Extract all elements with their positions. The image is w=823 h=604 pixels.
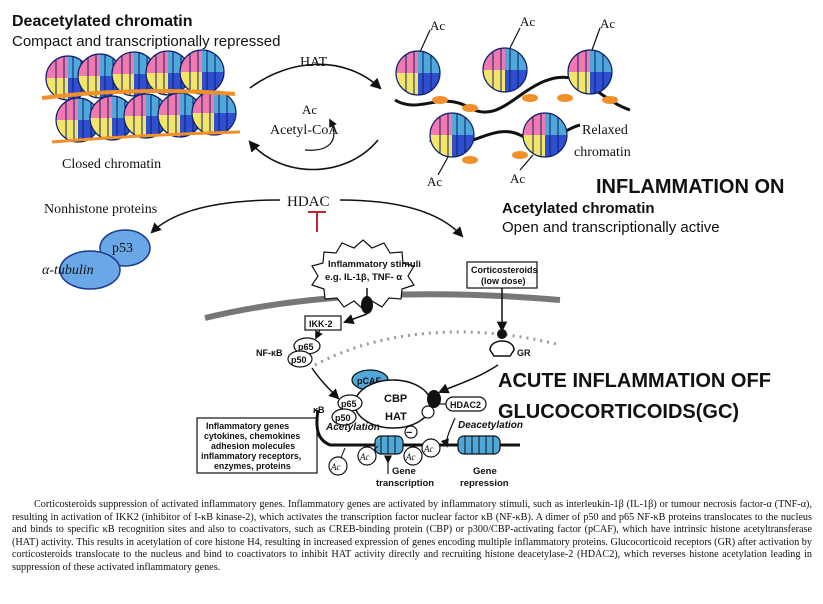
acetylation-label: Acetylation — [325, 422, 380, 433]
corticosteroids-label-1: Corticosteroids — [471, 265, 538, 275]
nuclear-p50-label: p50 — [335, 413, 351, 423]
nucleosome-icon — [522, 112, 568, 158]
gene-repression-label-2: repression — [460, 478, 509, 489]
inflammation-on-label: INFLAMMATION ON — [596, 176, 785, 198]
genes-line-4: inflammatory receptors, — [201, 451, 301, 461]
steroid-ligand — [497, 329, 507, 339]
hat-label: HAT — [300, 55, 328, 70]
acetylated-subtitle: Open and transcriptionally active — [502, 219, 720, 236]
acetyl-coa-arrow — [304, 118, 337, 151]
p50-label: p50 — [291, 355, 307, 365]
acetyl-group-icon — [403, 446, 423, 466]
genes-line-1: Inflammatory genes — [206, 421, 289, 431]
inhibition-sign: − — [406, 427, 412, 439]
p53-label: p53 — [112, 241, 133, 256]
glucocorticoids-label: GLUCOCORTICOIDS(GC) — [498, 401, 739, 423]
figure-caption: Corticosteroids suppression of activated… — [12, 499, 812, 573]
ac-label-1: Ac — [430, 18, 445, 33]
cbp-label: CBP — [384, 393, 407, 405]
ac-label-4: Ac — [427, 174, 442, 189]
p50-oval — [287, 350, 313, 368]
closed-chromatin-label: Closed chromatin — [62, 157, 161, 172]
ac-small-2: Ac — [359, 452, 370, 462]
ikk2-box — [304, 315, 342, 331]
ac-label-5: Ac — [510, 171, 525, 186]
closed-chromatin-nucleosomes — [41, 49, 241, 144]
nuclear-gr-icon — [427, 390, 441, 408]
relaxed-chromatin — [394, 27, 631, 176]
nucleosome-icon — [567, 49, 613, 95]
nucleosome-icon — [429, 112, 475, 158]
nfkb-label: NF-κB — [256, 348, 283, 358]
nuclear-membrane — [314, 330, 561, 367]
acetyl-groups: Ac Ac Ac Ac — [328, 438, 441, 476]
relaxed-label-1: Relaxed — [582, 123, 628, 138]
kb-label: κB — [313, 405, 325, 415]
nucleosome-icon — [482, 47, 528, 93]
deacetylation-label: Deacetylation — [458, 420, 523, 431]
ac-label-3: Ac — [600, 16, 615, 31]
hdac-arrow — [248, 139, 379, 171]
p65-label: p65 — [298, 342, 314, 352]
gr-receptor-icon — [489, 340, 515, 357]
hdac-label: HDAC — [287, 194, 330, 210]
ac-label-2: Ac — [520, 14, 535, 29]
nonhistone-label: Nonhistone proteins — [44, 202, 157, 217]
hdac-to-acetylated-arrow — [339, 199, 464, 238]
cycle-ac-label: Ac — [302, 102, 317, 117]
hat-complex-label: HAT — [385, 411, 407, 423]
hdac2-label: HDAC2 — [450, 400, 481, 410]
nucleosome-icon — [191, 90, 237, 136]
gene-repression-label-1: Gene — [473, 466, 497, 477]
hat-arrow — [249, 63, 382, 90]
gene-nucleosome-coils — [374, 435, 501, 455]
acetylated-title: Acetylated chromatin — [502, 200, 655, 217]
deacetylated-subtitle: Compact and transcriptionally repressed — [12, 33, 280, 50]
nuclear-p50-oval — [331, 408, 357, 426]
acetyl-coa-label: Acetyl-CoA — [270, 123, 339, 138]
genes-line-3: adhesion molecules — [211, 441, 295, 451]
nuclear-p65-label: p65 — [341, 399, 357, 409]
cytokine-receptor-icon — [361, 296, 373, 314]
gene-transcription-label-2: transcription — [376, 478, 434, 489]
relaxed-label-2: chromatin — [574, 145, 631, 160]
pcaf-label: pCAF — [357, 376, 381, 386]
gene-transcription-label-1: Gene — [392, 466, 416, 477]
hdac-to-nonhistone-arrow — [150, 199, 281, 234]
gr-label: GR — [517, 348, 531, 358]
acute-inflammation-off-label: ACUTE INFLAMMATION OFF — [498, 370, 771, 392]
acetyl-group-icon — [357, 446, 377, 466]
ac-small-3: Ac — [405, 452, 416, 462]
ac-small-1: Ac — [330, 462, 341, 472]
acetyl-group-icon — [328, 456, 348, 476]
inflammatory-genes-box — [196, 417, 318, 474]
genes-line-2: cytokines, chemokines — [204, 431, 300, 441]
stimuli-label-2: e.g. IL-1β, TNF- α — [325, 272, 402, 283]
deacetylated-title: Deacetylated chromatin — [12, 13, 193, 30]
nucleosome-icon — [395, 50, 441, 96]
tubulin-label: α-tubulin — [42, 263, 94, 278]
tubulin-protein-oval-icon — [59, 250, 121, 290]
acetyl-group-icon — [421, 438, 441, 458]
ikk2-label: IKK-2 — [309, 319, 333, 329]
genes-line-5: enzymes, proteins — [214, 461, 291, 471]
nucleosome-icon — [179, 49, 225, 95]
corticosteroids-label-2: (low dose) — [481, 276, 526, 286]
corticosteroids-box — [466, 261, 538, 289]
stimuli-label-1: Inflammatory stimuli — [328, 259, 421, 270]
dna-strand — [315, 409, 520, 447]
ac-small-4: Ac — [423, 444, 434, 454]
